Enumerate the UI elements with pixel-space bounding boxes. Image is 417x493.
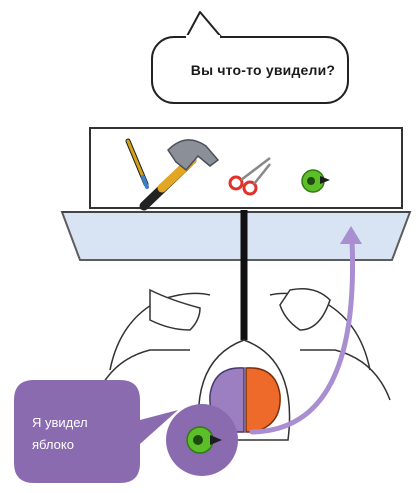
answer-text: Я увидел яблоко xyxy=(10,412,132,456)
apple-thought xyxy=(166,404,238,476)
answer-line-1: Я увидел xyxy=(32,412,132,434)
screen-panel xyxy=(62,212,410,260)
question-bubble xyxy=(152,12,348,103)
answer-line-2: яблоко xyxy=(32,434,132,456)
question-text: Вы что-то увидели? xyxy=(163,62,363,78)
